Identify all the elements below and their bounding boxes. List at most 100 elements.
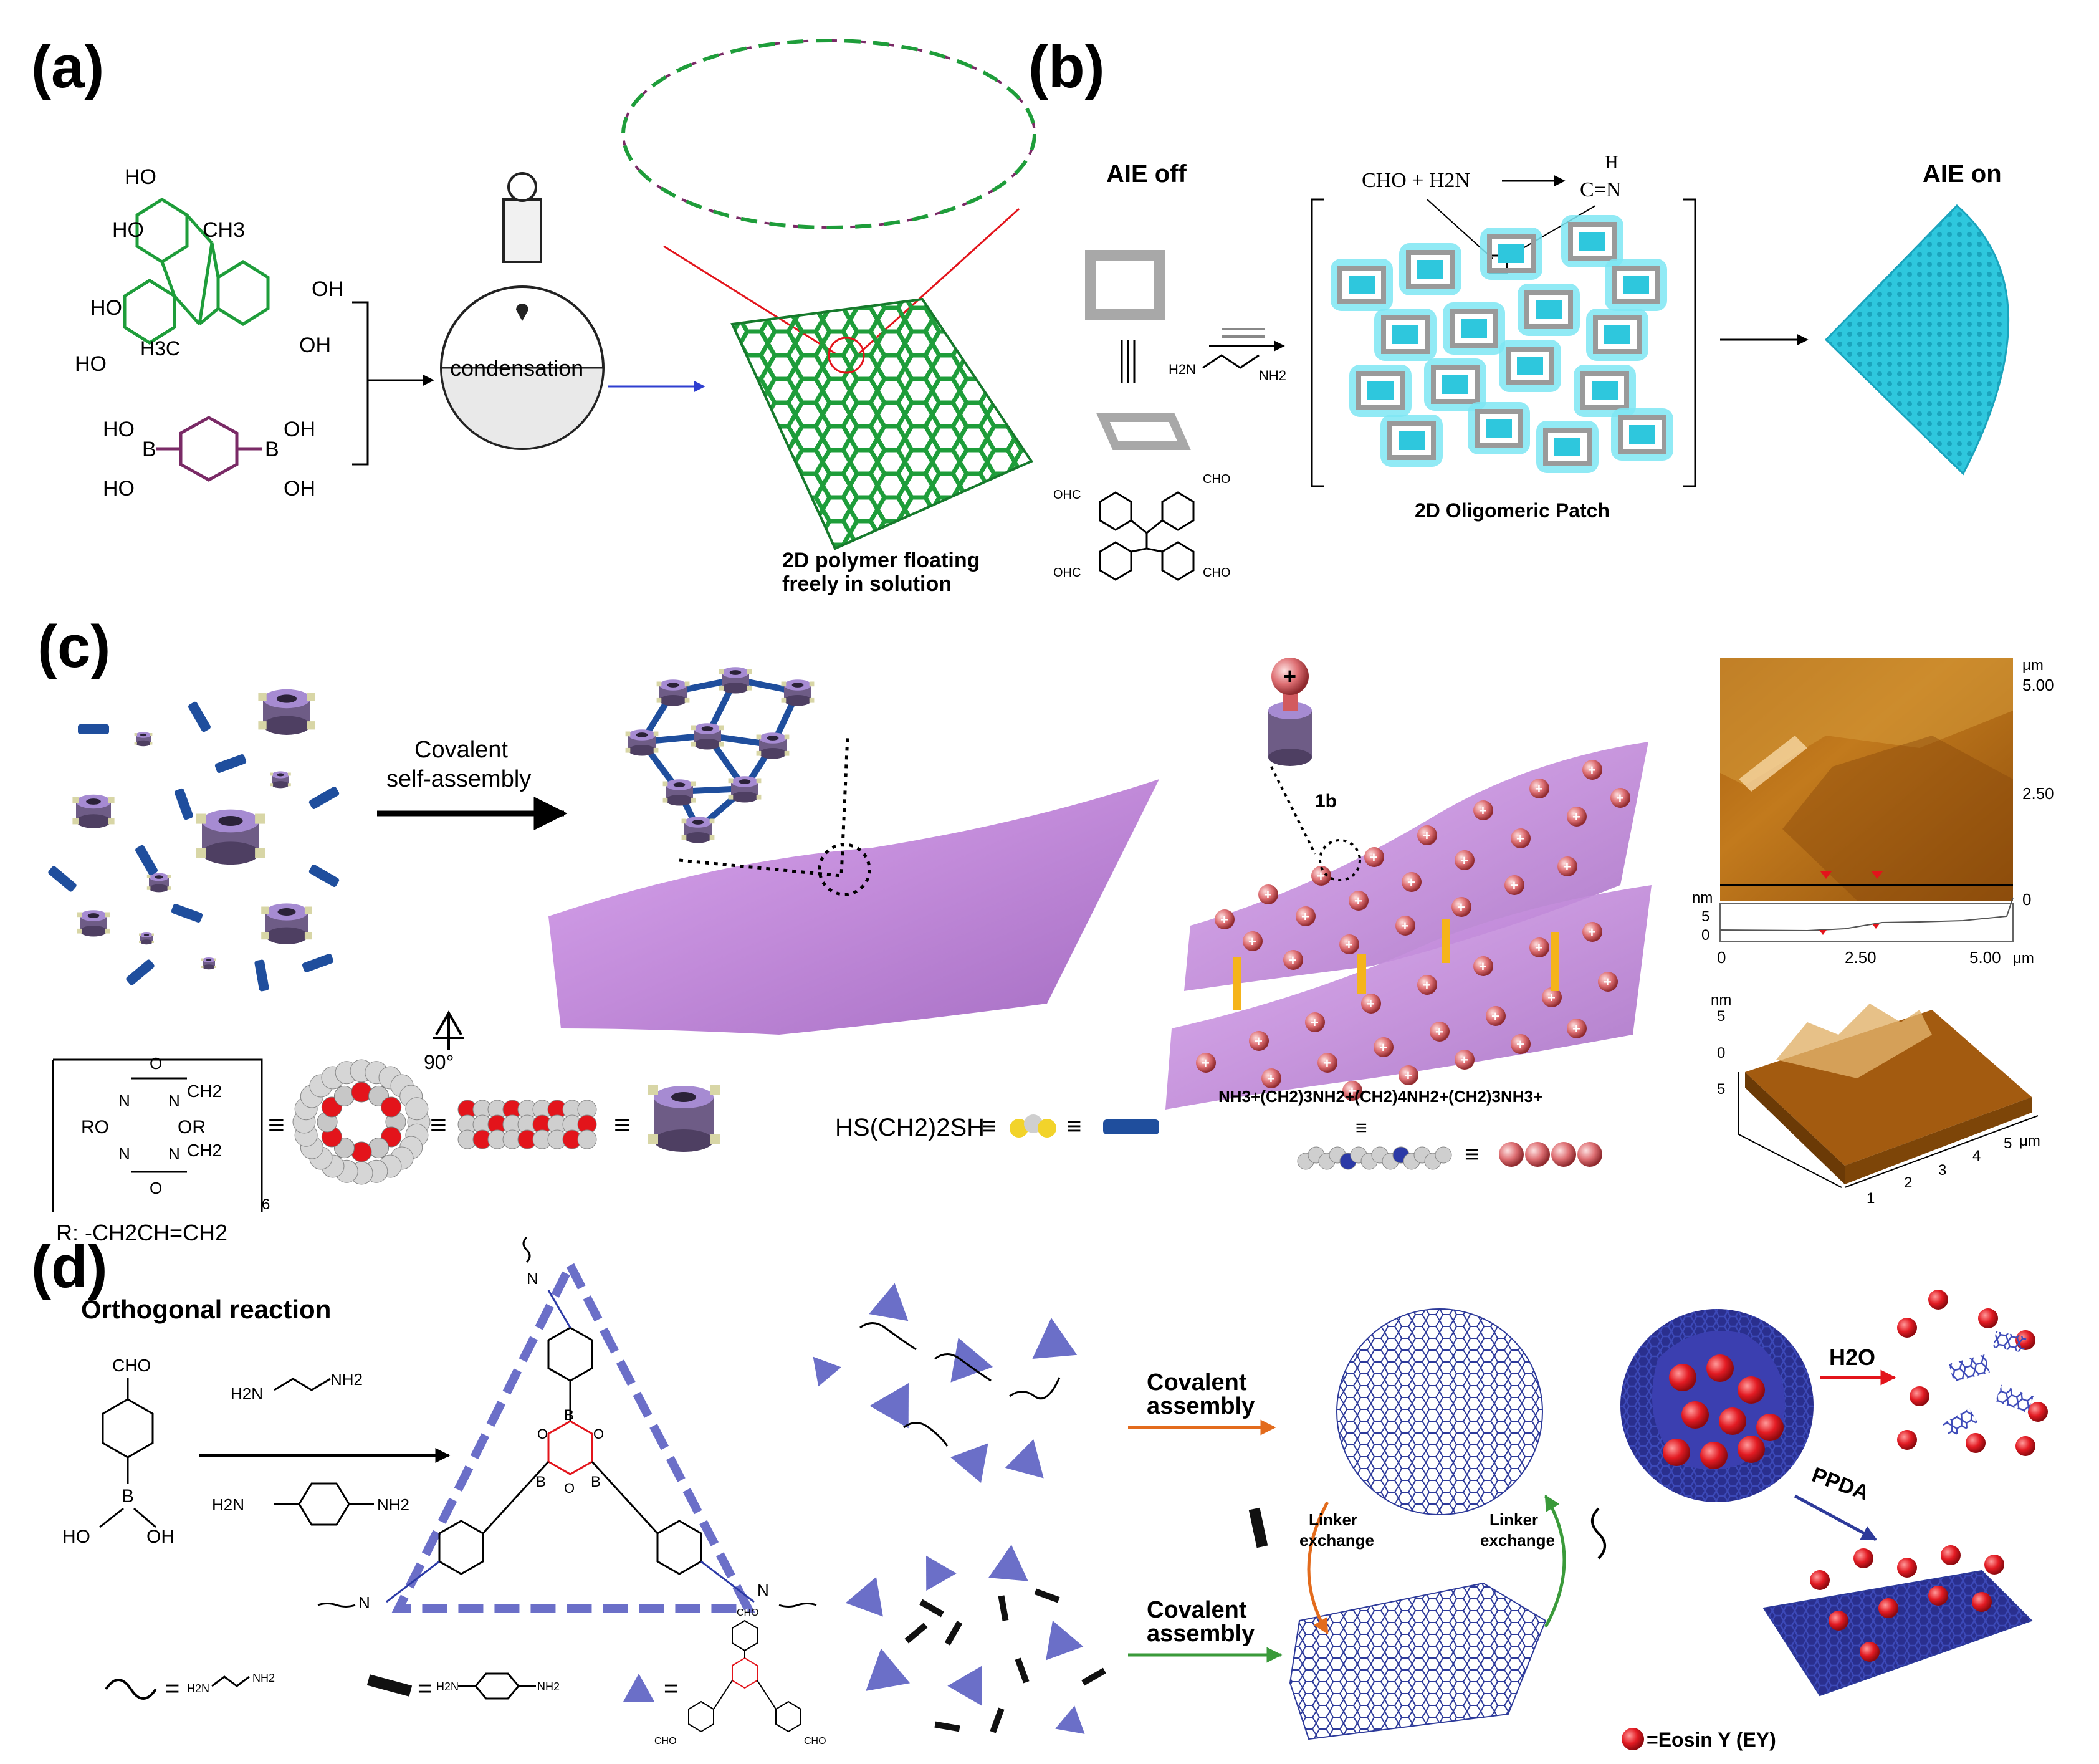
equiv-sign-5: ≡ [1067, 1113, 1081, 1140]
polyamine-beads-icon [1499, 1142, 1602, 1167]
svg-text:+: + [1311, 1015, 1319, 1030]
ho-label-4: HO [75, 352, 107, 376]
svg-text:+: + [1345, 937, 1353, 952]
reaction-h: H [1605, 152, 1618, 173]
eosin-loaded-sphere [1620, 1309, 1814, 1502]
reagent-en-h2n: H2N [231, 1384, 263, 1403]
svg-text:+: + [1457, 899, 1465, 915]
profile-y-5: 5 [1701, 908, 1709, 925]
boroxine-b-1: B [564, 1407, 574, 1424]
repeat-subscript: 6 [262, 1196, 270, 1213]
n-label-1: N [118, 1091, 130, 1110]
boroxine-o-2: O [593, 1426, 604, 1442]
ch2-label-1: CH2 [187, 1081, 222, 1101]
svg-text:+: + [1370, 850, 1378, 865]
rotation-label: 90° [424, 1051, 454, 1073]
eosin-legend-ball [1622, 1728, 1644, 1750]
boroxine-b-3: B [591, 1474, 601, 1490]
surface-x-unit: μm [2019, 1133, 2040, 1149]
svg-text:+: + [1401, 918, 1409, 934]
linker-exchange-right-1: Linker [1489, 1510, 1538, 1529]
svg-text:+: + [1423, 977, 1431, 993]
triangles-flexible-linkers [813, 1283, 1078, 1483]
zoom-circle-c2 [1319, 839, 1361, 881]
fpba-cho: CHO [112, 1356, 151, 1375]
panel-c: (c) Covalent self-assembly +++++++++++++… [37, 613, 2054, 1245]
svg-text:+: + [1404, 1068, 1412, 1083]
boroxine-triangle-structure: B B B O O O N N N [317, 1236, 817, 1613]
charged-sheet-bottom [1165, 885, 1652, 1110]
svg-text:+: + [1283, 663, 1296, 689]
oligomeric-patch [1331, 215, 1673, 473]
afm-3d-surface [1738, 1004, 2039, 1188]
svg-text:+: + [1588, 762, 1596, 778]
panel-d-label: (d) [31, 1234, 108, 1300]
covalent-assembly-bottom-1: Covalent [1147, 1597, 1247, 1623]
ohc-label-2: OHC [1053, 566, 1081, 580]
imine-n-top: N [527, 1269, 538, 1288]
svg-text:+: + [1572, 809, 1580, 825]
patch-bracket-right [1683, 198, 1696, 487]
triangles-rigid-linkers [845, 1545, 1106, 1734]
square-macrocycle-icon [1085, 250, 1191, 450]
svg-text:+: + [1267, 1071, 1275, 1086]
ohc-label-1: OHC [1053, 488, 1081, 502]
reagent-en-nh2: NH2 [330, 1370, 363, 1389]
polymer-macrocycle [621, 39, 1036, 229]
reaction-left: CHO + H2N [1362, 169, 1470, 192]
cucurbituril-cartoon [648, 1085, 720, 1152]
svg-text:+: + [1604, 974, 1612, 990]
svg-text:+: + [1563, 859, 1571, 875]
boronic-ho-1: HO [103, 418, 135, 441]
equiv-sign-3: ≡ [614, 1108, 631, 1141]
reaction-right: C=N [1580, 178, 1621, 201]
patch-caption: 2D Oligomeric Patch [1415, 499, 1610, 522]
boronic-oh-1: OH [284, 418, 315, 441]
thiol-rod-icon [1103, 1119, 1159, 1134]
legend-eq-2: = [418, 1675, 432, 1702]
polyamine-formula: NH3+(CH2)3NH2+(CH2)4NH2+(CH2)3NH3+ [1218, 1087, 1542, 1106]
legend-ppda-h2n: H2N [436, 1680, 459, 1693]
boronic-ho-2: HO [103, 477, 135, 501]
ch2-label-2: CH2 [187, 1141, 222, 1160]
violet-sheet [548, 779, 1159, 1035]
tetraaldehyde-structure [1099, 491, 1195, 581]
linker-exchange-right-2: exchange [1480, 1531, 1555, 1550]
svg-text:+: + [1255, 1033, 1263, 1049]
afm-ytick-1: 5.00 [2022, 676, 2054, 694]
thiol-spacefill [1010, 1114, 1056, 1138]
ppda-label: PPDA [1809, 1463, 1872, 1505]
diamine-h2n: H2N [1169, 362, 1196, 377]
interlayer-arrows [1233, 919, 1559, 1010]
svg-text:+: + [1348, 1083, 1356, 1099]
covalent-assembly-top-2: assembly [1147, 1393, 1255, 1419]
flexible-linker-icon [105, 1679, 157, 1700]
rigid-linker-icon [366, 1674, 413, 1697]
svg-text:+: + [1547, 990, 1556, 1005]
linker-exchange-arrow-left [1307, 1501, 1329, 1635]
afm-ytick-3: 0 [2022, 890, 2031, 909]
legend-eq-1: = [165, 1675, 179, 1702]
boroxine-o-1: O [537, 1426, 548, 1442]
svg-text:+: + [1572, 1021, 1580, 1037]
oh-label-1: OH [312, 277, 343, 301]
profile-nm-label: nm [1692, 889, 1713, 906]
svg-text:+: + [1491, 1009, 1499, 1024]
panel-d: (d) Orthogonal reaction CHO B HO OH H2N … [31, 1234, 2048, 1751]
legend-ohc: CHO [654, 1736, 677, 1747]
profile-x-500: 5.00 [1969, 948, 2001, 967]
fpba-oh: OH [146, 1527, 175, 1547]
ch3-label: CH3 [203, 218, 245, 242]
debris-fragments [1942, 1331, 2034, 1438]
legend-eq-3: = [664, 1675, 678, 1702]
rigid-linker-exchange-icon [1248, 1507, 1268, 1548]
svg-text:+: + [1407, 875, 1415, 890]
covalent-assembly-bottom-2: assembly [1147, 1621, 1255, 1647]
triangle-node-icon [623, 1674, 654, 1702]
polymer-caption-1: 2D polymer floating [782, 549, 980, 572]
h2o-label: H2O [1829, 1345, 1875, 1370]
zoom-circle-c [818, 843, 871, 896]
cucurbituril-spacefill-side [457, 1100, 597, 1149]
carbonyl-o-top: O [150, 1054, 162, 1073]
